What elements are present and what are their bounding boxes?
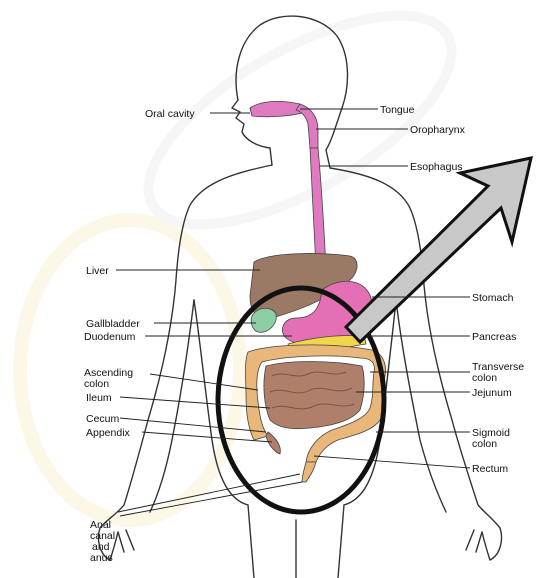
label-tongue: Tongue bbox=[380, 104, 415, 116]
label-jejunum: Jejunum bbox=[472, 387, 512, 399]
arrow bbox=[346, 158, 531, 342]
label-oral-cavity: Oral cavity bbox=[145, 108, 195, 120]
small-intestine bbox=[264, 362, 364, 429]
label-anal-4: anus bbox=[90, 552, 113, 564]
label-liver: Liver bbox=[86, 265, 109, 277]
label-transverse-colon-2: colon bbox=[472, 372, 497, 384]
label-appendix: Appendix bbox=[86, 427, 131, 439]
label-duodenum: Duodenum bbox=[84, 331, 136, 343]
rectum bbox=[302, 462, 316, 482]
appendix bbox=[266, 432, 280, 454]
label-stomach: Stomach bbox=[472, 292, 514, 304]
label-oropharynx: Oropharynx bbox=[410, 124, 466, 136]
pharynx bbox=[296, 104, 318, 148]
label-cecum: Cecum bbox=[86, 413, 120, 425]
label-ascending-colon-2: colon bbox=[84, 378, 109, 390]
label-ileum: Ileum bbox=[86, 392, 112, 404]
label-sigmoid-colon-2: colon bbox=[472, 438, 497, 450]
label-pancreas: Pancreas bbox=[472, 331, 516, 343]
label-rectum: Rectum bbox=[472, 463, 508, 475]
label-esophagus: Esophagus bbox=[410, 161, 463, 173]
gallbladder bbox=[251, 308, 276, 332]
label-gallbladder: Gallbladder bbox=[86, 318, 140, 330]
